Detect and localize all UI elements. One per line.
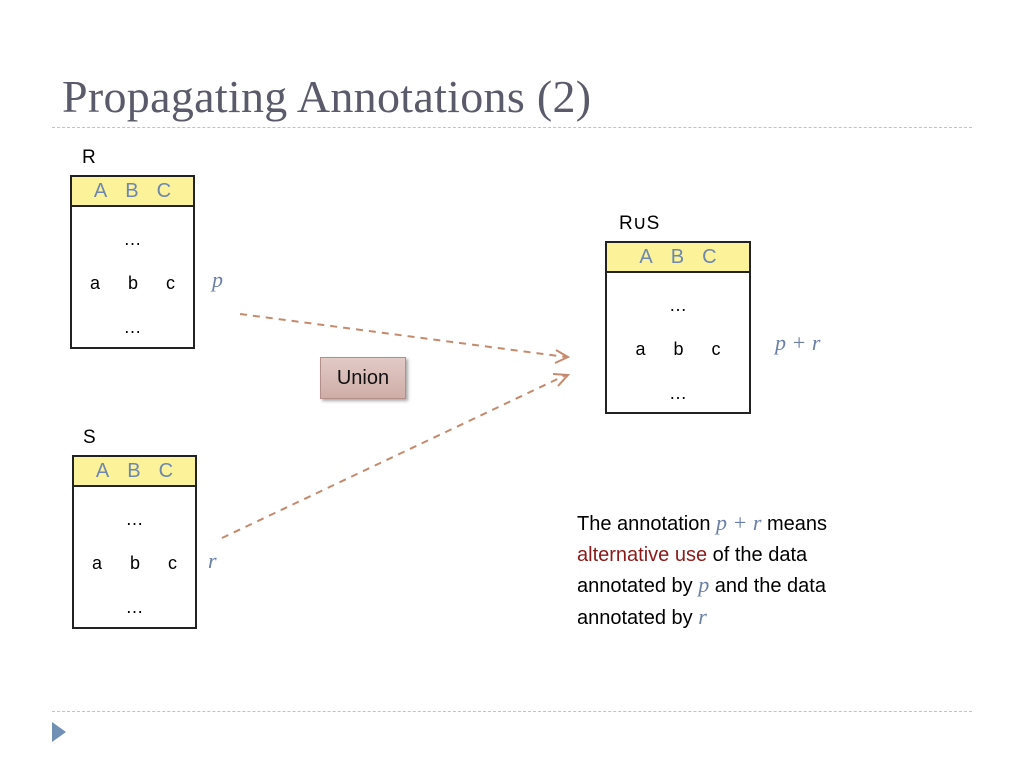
- table-s: A B C … a b c …: [72, 455, 197, 629]
- table-s-ellipsis-top: …: [125, 508, 144, 529]
- annotation-p: p: [212, 267, 223, 292]
- bottom-divider: [52, 711, 972, 712]
- desc-part2: means: [761, 513, 828, 535]
- table-r-cell-b: b: [128, 272, 139, 293]
- table-union-label-left: R: [619, 213, 633, 234]
- table-r-col-a: A: [93, 179, 108, 202]
- annotation-description: The annotation p + r means alternative u…: [577, 508, 897, 633]
- table-row: a b c: [635, 327, 720, 371]
- table-union-cell-c: c: [711, 338, 721, 359]
- desc-highlight: alternative use: [577, 543, 708, 566]
- table-union-cell-b: b: [673, 338, 684, 359]
- table-r-ellipsis-bottom: …: [123, 316, 142, 337]
- table-r-header: A B C: [72, 177, 193, 207]
- table-union: A B C … a b c …: [605, 241, 751, 414]
- slide-title: Propagating Annotations (2): [62, 71, 592, 122]
- arrowhead-from-s: [552, 373, 571, 387]
- table-s-label: S: [83, 427, 96, 448]
- table-union-ellipsis-top: …: [669, 294, 687, 315]
- table-union-ellipsis-bottom: …: [669, 382, 687, 403]
- table-row: a b c: [90, 261, 175, 305]
- table-s-col-a: A: [95, 459, 110, 482]
- table-union-cell-a: a: [635, 338, 646, 359]
- table-s-cell-c: c: [168, 552, 178, 573]
- table-row: a b c: [92, 541, 177, 585]
- triangle-bullet-icon: [52, 722, 66, 742]
- desc-var-pr: p + r: [716, 510, 762, 535]
- table-s-col-b: B: [127, 459, 141, 482]
- table-r-ellipsis-top: …: [123, 228, 142, 249]
- table-s-ellipsis-bottom: …: [125, 596, 144, 617]
- table-union-header: A B C: [607, 243, 749, 273]
- table-s-cell-b: b: [130, 552, 141, 573]
- top-divider: [52, 127, 972, 128]
- table-r-col-b: B: [125, 179, 139, 202]
- desc-part3: of the data annotated by: [577, 543, 808, 598]
- table-union-col-b: B: [670, 245, 685, 268]
- table-union-col-a: A: [639, 245, 653, 268]
- table-r-cell-c: c: [166, 272, 176, 293]
- desc-var-r: r: [698, 603, 707, 629]
- table-s-col-c: C: [158, 459, 174, 482]
- desc-part1: The annotation: [577, 513, 716, 535]
- desc-var-p: p: [698, 572, 710, 597]
- table-s-header: A B C: [74, 457, 195, 487]
- table-r-col-c: C: [156, 179, 172, 202]
- arrow-from-s: [221, 374, 567, 539]
- annotation-r: r: [208, 548, 217, 573]
- table-union-col-c: C: [702, 245, 717, 268]
- annotation-p-plus-r: p + r: [775, 330, 821, 355]
- table-union-label-right: S: [646, 213, 660, 234]
- desc-part4: and the data annotated by: [577, 575, 826, 629]
- table-r-cell-a: a: [89, 272, 100, 293]
- union-symbol: ∪: [632, 213, 647, 234]
- table-r: A B C … a b c …: [70, 175, 195, 349]
- union-operation-box: Union: [320, 357, 406, 399]
- table-union-label: R∪S: [619, 212, 659, 235]
- table-r-label: R: [82, 147, 96, 168]
- arrowhead-from-r: [554, 349, 571, 364]
- table-s-cell-a: a: [91, 552, 102, 573]
- arrow-from-r: [239, 313, 567, 358]
